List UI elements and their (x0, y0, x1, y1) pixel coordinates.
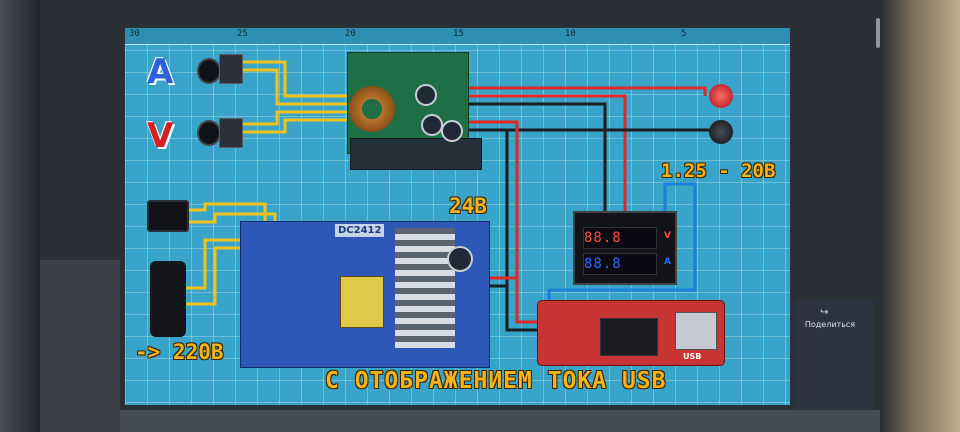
capacitor (441, 120, 463, 142)
wire-yellow (235, 68, 347, 106)
wiring-diagram-photo: 30 25 20 15 10 5 A V (125, 28, 790, 405)
heatsink (395, 228, 455, 348)
voltage-letter: V (147, 116, 174, 156)
background-strip (120, 410, 880, 432)
capacitor (421, 114, 443, 136)
potentiometer-body (219, 54, 243, 84)
heatsink (350, 138, 482, 170)
wire-yellow (235, 60, 347, 98)
usb-marking: USB (683, 352, 702, 361)
current-unit: A (664, 257, 671, 267)
red-binding-post (709, 84, 733, 108)
ruler-tick: 15 (453, 29, 464, 39)
toroid-inductor (349, 86, 395, 132)
volt-amp-meter: 88.8 V 88.8 A (573, 211, 677, 285)
rocker-switch (147, 200, 189, 232)
voltage-display: 88.8 (583, 227, 657, 249)
voltage-unit: V (664, 231, 671, 241)
capacitor (415, 84, 437, 106)
psu-voltage-label: 24В (449, 194, 487, 218)
share-arrow-icon[interactable]: ↪ (820, 307, 829, 318)
share-label[interactable]: Поделиться (804, 320, 856, 329)
wire-blue (547, 182, 697, 324)
wire-red (467, 94, 627, 214)
current-display: 88.8 (583, 253, 657, 275)
scrollbar-thumb[interactable] (876, 18, 880, 48)
wire-yellow (235, 110, 347, 126)
ruler-tick: 30 (129, 29, 140, 39)
ruler-tick: 5 (681, 29, 687, 39)
usb-chip (600, 318, 658, 356)
wire-black (467, 102, 607, 214)
output-range-label: 1.25 - 20В (661, 160, 776, 182)
power-socket (150, 261, 186, 337)
laptop-bezel-right (880, 0, 960, 432)
current-potentiometer (197, 58, 221, 84)
side-panel (795, 300, 875, 410)
wires (185, 60, 717, 332)
ruler-tick: 10 (565, 29, 576, 39)
ruler: 30 25 20 15 10 5 (125, 28, 790, 45)
module-marking: DC2412 (335, 224, 385, 237)
ruler-tick: 20 (345, 29, 356, 39)
background-thumbnail (40, 260, 120, 432)
wire-black (467, 128, 555, 332)
laptop-bezel-left (0, 0, 40, 432)
black-binding-post (709, 120, 733, 144)
wire-yellow (185, 202, 267, 228)
capacitor (447, 246, 473, 272)
current-letter: A (147, 52, 174, 92)
wire-red (467, 120, 555, 324)
usb-port (675, 312, 717, 350)
wire-red (467, 86, 707, 96)
caption: С ОТОБРАЖЕНИЕМ ТОКА USB (325, 368, 667, 394)
voltage-potentiometer (197, 120, 221, 146)
wire-yellow (185, 212, 277, 228)
wire-yellow (185, 238, 240, 290)
mains-input-label: -> 220В (135, 340, 224, 364)
wire-yellow (185, 246, 240, 306)
potentiometer-body (219, 118, 243, 148)
transformer (340, 276, 384, 328)
wire-yellow (235, 118, 347, 134)
ruler-tick: 25 (237, 29, 248, 39)
